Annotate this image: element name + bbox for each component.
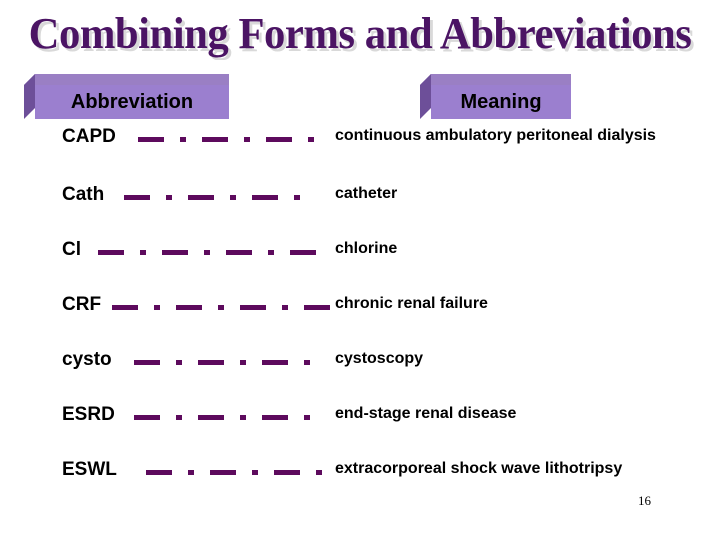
abbreviation-cell: Cl [62,239,81,260]
meaning-cell: catheter [335,185,398,202]
meaning-cell: continuous ambulatory peritoneal dialysi… [335,127,656,144]
table-row: cysto cystoscopy [0,349,720,404]
meaning-cell: end-stage renal disease [335,405,517,422]
meaning-cell: cystoscopy [335,350,424,367]
dash-dot-leader-line [134,415,320,420]
table-row: Cl chlorine [0,239,720,294]
dash-dot-leader-line [112,305,330,310]
dash-dot-leader-line [138,137,326,142]
table-row: CRF chronic renal failure [0,294,720,349]
abbreviation-table: CAPD continuous ambulatory peritoneal dia… [0,126,720,517]
abbreviation-cell: cysto [62,349,112,370]
meaning-cell: chronic renal failure [335,295,488,312]
table-row: ESRD end-stage renal disease [0,404,720,459]
dash-dot-leader-line [98,250,328,255]
box-top-face [420,74,571,85]
meaning-cell: extracorporeal shock wave lithotripsy [335,460,623,477]
column-header-abbreviation-label: Abbreviation [70,90,194,113]
box-front-face: Abbreviation [35,85,229,119]
abbreviation-cell: Cath [62,184,105,205]
box-top-face [24,74,229,85]
table-row: Cath catheter [0,184,720,239]
abbreviation-cell: CAPD [62,126,116,147]
table-row: ESWL extracorporeal shock wave lithotrips… [0,459,720,517]
abbreviation-cell: ESRD [62,404,115,425]
page-number: 16 [638,493,651,508]
dash-dot-leader-line [124,195,310,200]
abbreviation-cell: CRF [62,294,102,315]
dash-dot-leader-line [146,470,332,475]
table-row: CAPD continuous ambulatory peritoneal dia… [0,126,720,184]
abbreviation-cell: ESWL [62,459,117,480]
page-title: Combining Forms and Abbreviations [28,9,692,58]
box-front-face: Meaning [431,85,571,119]
meaning-cell: chlorine [335,240,398,257]
column-header-meaning-label: Meaning [460,90,542,113]
dash-dot-leader-line [134,360,320,365]
